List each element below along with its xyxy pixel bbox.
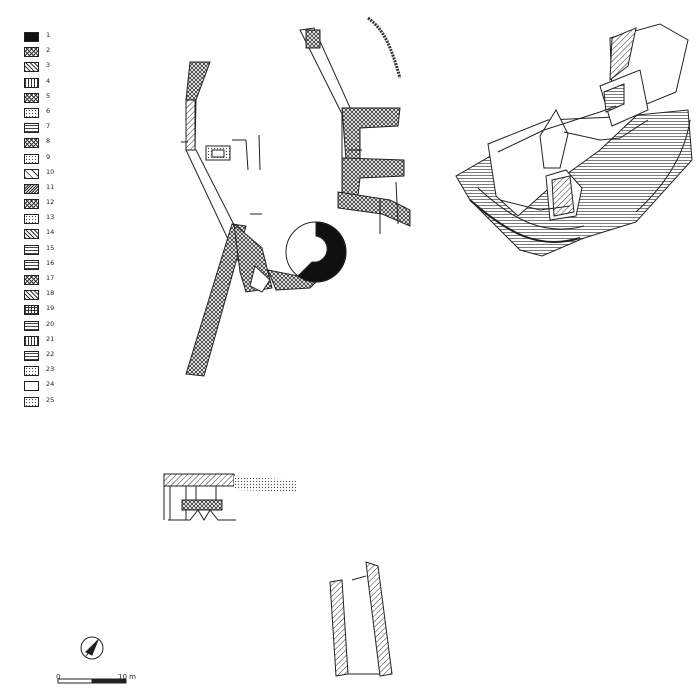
legend-number: 19: [46, 304, 55, 313]
legend-number: 5: [46, 91, 51, 100]
legend-swatch: [24, 259, 39, 270]
north-arrow-icon: [80, 636, 104, 660]
legend-item: 19: [20, 303, 80, 318]
round-tower: [285, 221, 347, 283]
legend-number: 3: [46, 61, 51, 70]
legend-number: 11: [46, 182, 55, 191]
legend-item: 22: [20, 349, 80, 364]
legend-item: 20: [20, 319, 80, 334]
legend-item: 14: [20, 227, 80, 242]
legend-swatch: [24, 305, 39, 316]
legend-item: 5: [20, 91, 80, 106]
legend-item: 3: [20, 60, 80, 75]
legend-number: 14: [46, 228, 55, 237]
legend-number: 4: [46, 76, 51, 85]
legend-number: 10: [46, 167, 55, 176]
legend-number: 13: [46, 213, 55, 222]
legend-number: 7: [46, 122, 51, 131]
gate-building: [163, 473, 296, 521]
legend-number: 20: [46, 319, 55, 328]
legend-item: 8: [20, 136, 80, 151]
legend-item: 1: [20, 30, 80, 45]
scale-bar: [57, 678, 127, 684]
legend-swatch: [24, 92, 39, 103]
legend-item: 17: [20, 273, 80, 288]
legend-number: 6: [46, 106, 51, 115]
legend-item: 16: [20, 258, 80, 273]
legend-swatch: [24, 214, 39, 225]
legend-item: 13: [20, 212, 80, 227]
legend-number: 2: [46, 46, 51, 55]
legend-swatch: [24, 381, 39, 392]
legend-swatch: [24, 396, 39, 407]
legend-swatch: [24, 275, 39, 285]
legend-item: 24: [20, 379, 80, 394]
legend-swatch: [24, 62, 39, 73]
small-tower-ruin: [205, 134, 261, 171]
legend-swatch: [24, 320, 39, 331]
legend-item: 23: [20, 364, 80, 379]
legend-item: 6: [20, 106, 80, 121]
legend-item: 10: [20, 167, 80, 182]
scale-label-start: 0: [56, 673, 61, 681]
legend-swatch: [24, 123, 39, 134]
legend-number: 8: [46, 137, 51, 146]
legend-number: 17: [46, 274, 55, 282]
legend-swatch: [24, 77, 39, 88]
legend-item: 21: [20, 334, 80, 349]
legend-swatch: [24, 107, 39, 118]
south-wall-remnant: [329, 561, 393, 677]
legend-swatch: [24, 168, 39, 179]
legend-swatch: [24, 335, 39, 346]
legend-item: 12: [20, 197, 80, 212]
legend-number: 24: [46, 380, 55, 389]
legend-swatch: [24, 290, 39, 301]
legend-number: 23: [46, 365, 55, 374]
legend-swatch: [24, 32, 39, 42]
south-west-wall: [185, 213, 320, 377]
legend-item: 9: [20, 152, 80, 167]
legend-number: 18: [46, 289, 55, 298]
legend-number: 25: [46, 395, 55, 404]
scale-label-end: 10 m: [118, 673, 136, 681]
legend-item: 4: [20, 76, 80, 91]
legend-swatch: [24, 244, 39, 255]
legend-number: 15: [46, 243, 55, 252]
legend-item: 7: [20, 121, 80, 136]
legend-number: 21: [46, 334, 55, 343]
legend-number: 16: [46, 258, 55, 267]
legend-swatch: [24, 138, 39, 149]
legend-swatch: [24, 350, 39, 361]
legend-swatch: [24, 153, 39, 164]
legend-swatch: [24, 47, 39, 58]
legend-number: 9: [46, 152, 51, 161]
legend-number: 1: [46, 31, 51, 39]
legend-item: 15: [20, 243, 80, 258]
legend-item: 2: [20, 45, 80, 60]
legend-item: 25: [20, 395, 80, 410]
legend-item: 18: [20, 288, 80, 303]
legend-swatch: [24, 366, 39, 377]
legend-item: 11: [20, 182, 80, 197]
legend-swatch: [24, 229, 39, 240]
legend-swatch: [24, 183, 39, 194]
castle-reconstruction-drawing: [455, 23, 693, 257]
legend-number: 12: [46, 198, 55, 207]
legend-swatch: [24, 199, 39, 210]
north-east-buildings: [299, 16, 411, 234]
legend-number: 22: [46, 349, 55, 358]
